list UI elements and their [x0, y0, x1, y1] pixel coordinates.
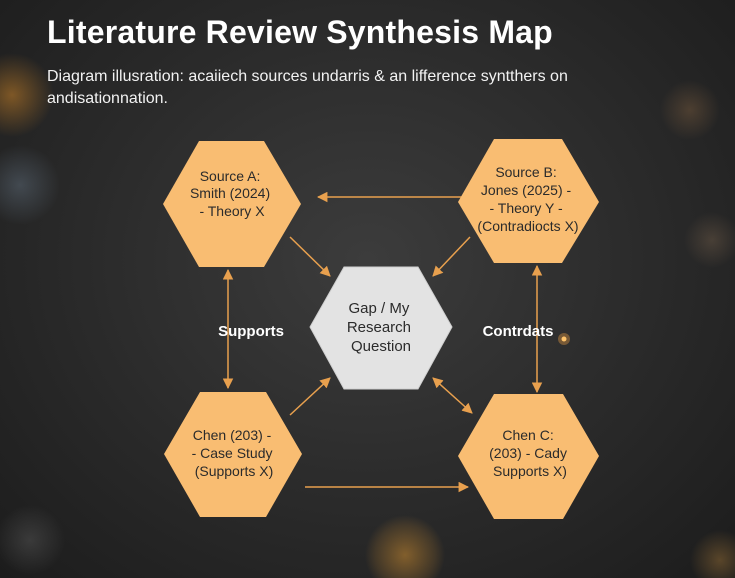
- node-chen-c-label: Chen C: (203) - Cady Supports X): [489, 427, 571, 479]
- relation-label-contradicts: Contrdats: [483, 323, 554, 340]
- node-center-line-3: Question: [351, 338, 411, 355]
- node-chen-c-line-1: Chen C:: [502, 427, 553, 443]
- page-subtitle: Diagram illusration: acaiiech sources un…: [47, 68, 568, 107]
- arrow-c-to-center: [289, 377, 331, 416]
- arrow-a-to-center: [289, 236, 331, 277]
- node-source-a-line-1: Source A:: [200, 168, 261, 184]
- node-center-gap: Gap / My Research Question: [309, 266, 453, 390]
- node-center-line-2: Research: [347, 319, 411, 336]
- relation-label-supports: Supports: [218, 323, 284, 340]
- node-source-a-line-2: Smith (2024): [190, 185, 270, 201]
- node-source-b: Source B: Jones (2025) - - Theory Y - (C…: [458, 139, 599, 263]
- node-chen-case-study-label: Chen (203) - - Case Study (Supports X): [192, 427, 277, 479]
- node-chen-c-line-2: (203) - Cady: [489, 445, 567, 461]
- node-chen-case-study-line-3: (Supports X): [195, 463, 274, 479]
- node-source-a-line-3: - Theory X: [199, 203, 265, 219]
- page-title: Literature Review Synthesis Map: [47, 14, 553, 50]
- connectors: [222, 191, 543, 493]
- node-center-label: Gap / My Research Question: [347, 300, 415, 355]
- arrow-b-to-center: [432, 236, 471, 277]
- hexagon-shape: [458, 394, 599, 519]
- node-chen-case-study-line-2: - Case Study: [192, 445, 273, 461]
- node-source-b-line-2: Jones (2025) -: [481, 182, 572, 198]
- node-chen-case-study-line-1: Chen (203) -: [193, 427, 272, 443]
- node-chen-c: Chen C: (203) - Cady Supports X): [458, 394, 599, 519]
- node-center-line-1: Gap / My: [348, 300, 409, 317]
- node-source-b-label: Source B: Jones (2025) - - Theory Y - (C…: [477, 164, 578, 234]
- hexagon-shape: [309, 266, 453, 390]
- glow-dot-core: [561, 336, 567, 342]
- node-chen-case-study: Chen (203) - - Case Study (Supports X): [164, 392, 302, 517]
- node-source-b-line-1: Source B:: [495, 164, 556, 180]
- node-chen-c-line-3: Supports X): [493, 463, 567, 479]
- arrow-center-d: [432, 377, 473, 414]
- node-source-a-label: Source A: Smith (2024) - Theory X: [190, 168, 274, 219]
- hexagon-shape: [164, 392, 302, 517]
- node-source-a: Source A: Smith (2024) - Theory X: [163, 141, 301, 267]
- node-source-b-line-3: - Theory Y -: [489, 200, 562, 216]
- hexagon-shape: [458, 139, 599, 263]
- node-source-b-line-4: (Contradiocts X): [477, 218, 578, 234]
- hexagon-shape: [163, 141, 301, 267]
